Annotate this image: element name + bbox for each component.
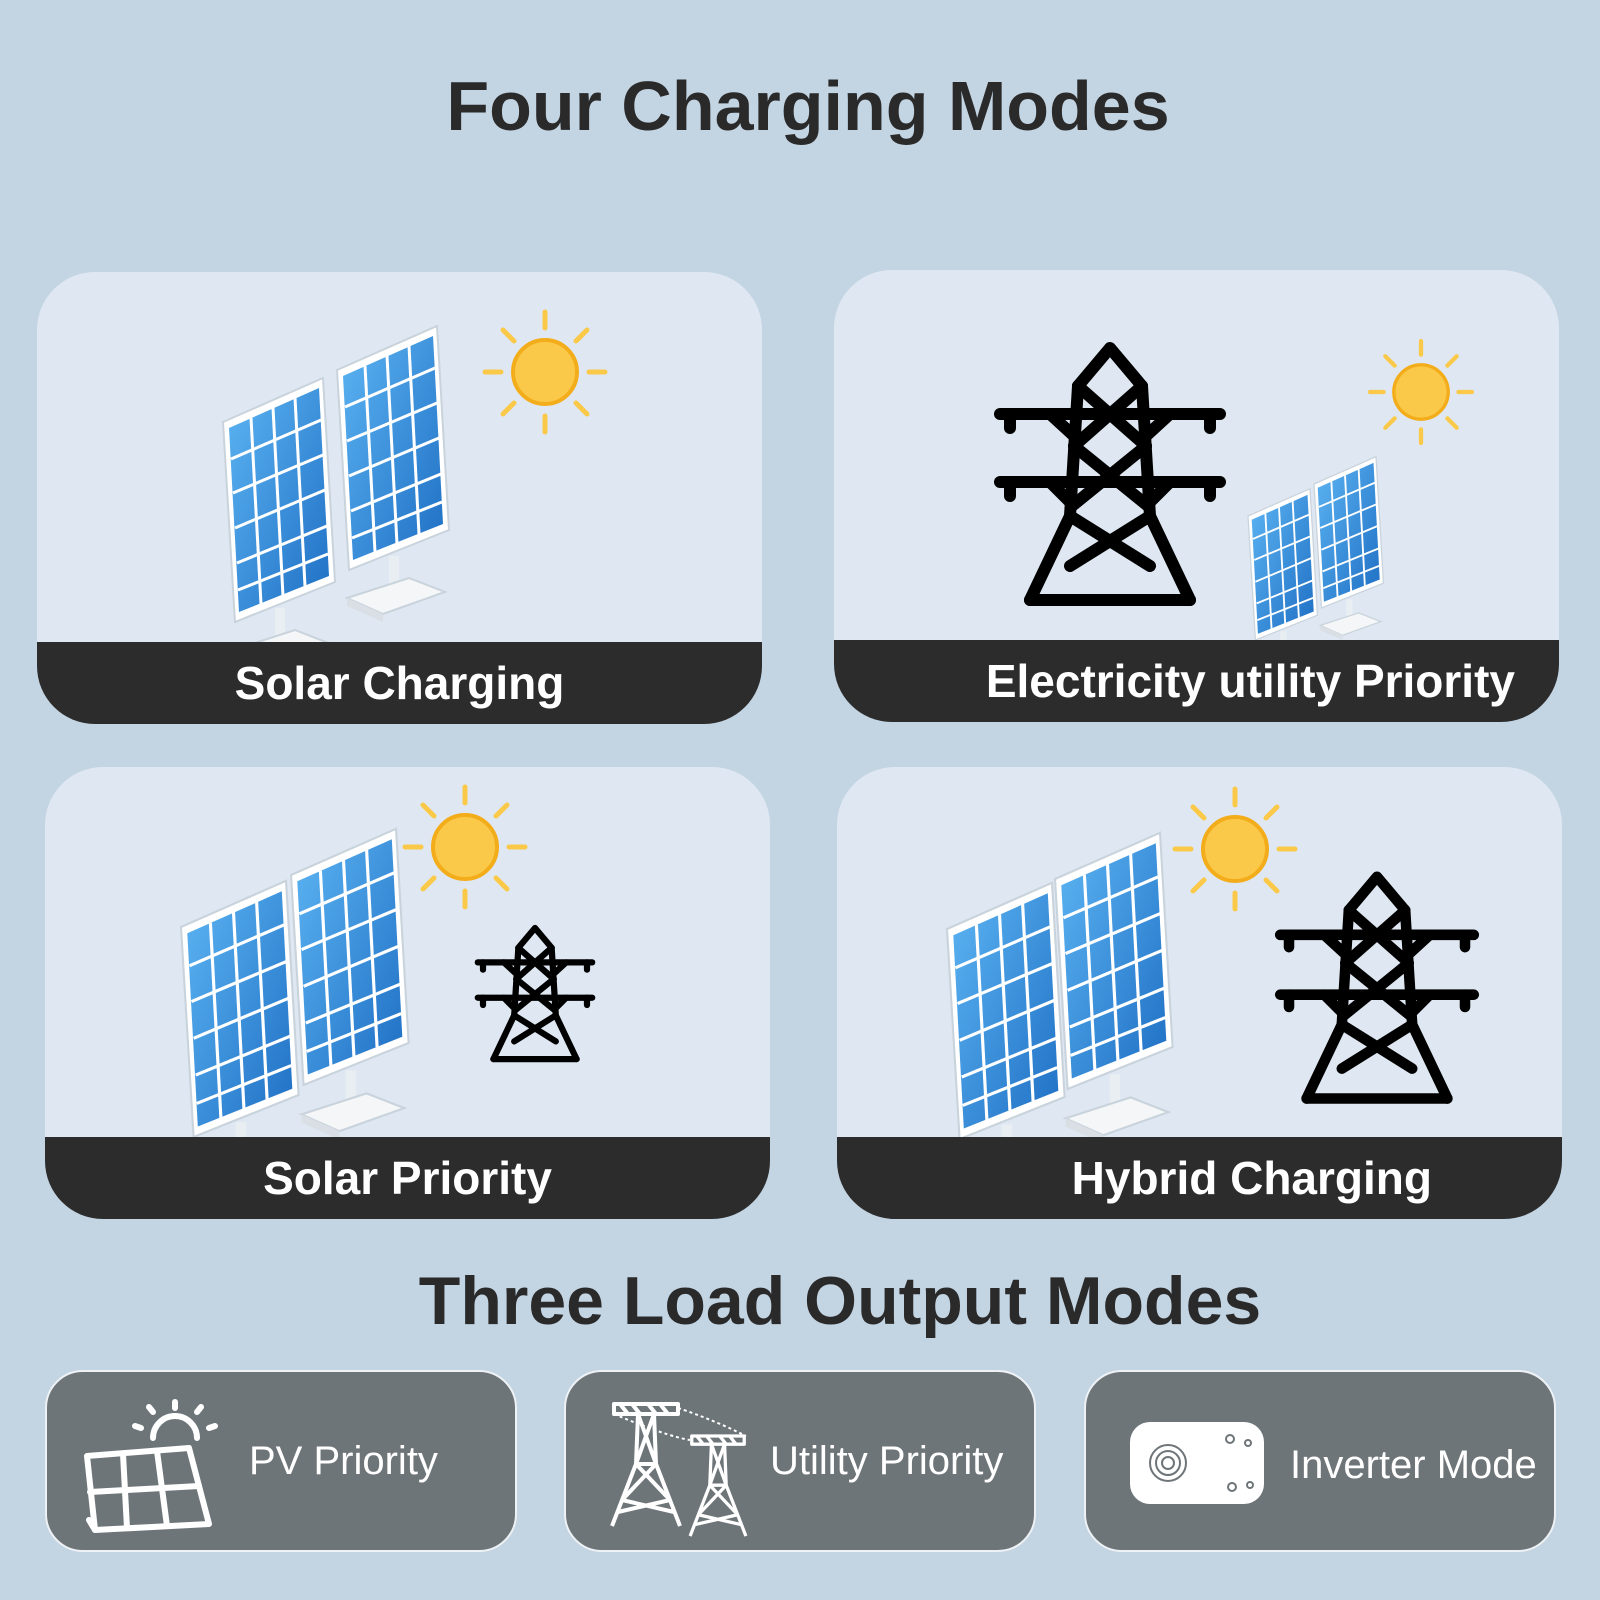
power-tower-icon [478,928,592,1059]
mode-card-solar-priority: Solar Priority [45,767,770,1219]
mode-label: Electricity utility Priority [834,640,1559,722]
mode-card-utility-priority: Electricity utility Priority [834,270,1559,722]
sun-icon [1175,789,1295,909]
power-tower-icon [834,270,1559,640]
sun-icon [485,312,605,432]
solar-panel-icon [179,879,301,1137]
inverter-device-icon [1130,1422,1264,1504]
load-mode-utility-priority: Utility Priority [564,1370,1036,1552]
transmission-towers-icon [610,1402,748,1538]
solar-panel-icon [945,881,1067,1137]
solar-panel-icon [1053,831,1175,1137]
section-title: Three Load Output Modes [418,1263,1262,1339]
mode-label: Solar Charging [37,642,762,724]
mode-card-solar-charging: Solar Charging [37,272,762,724]
load-mode-label: Inverter Mode [1290,1442,1537,1487]
page-title: Four Charging Modes [446,67,1170,145]
sun-icon [1370,341,1472,443]
mode-card-hybrid-charging: Hybrid Charging [837,767,1562,1219]
mode-label: Solar Priority [45,1137,770,1219]
power-tower-icon [1000,348,1220,600]
load-mode-pv-priority: PV Priority [45,1370,517,1552]
load-mode-label: Utility Priority [770,1438,1004,1483]
solar-panel-icon [1247,487,1319,640]
sun-icon [405,787,525,907]
load-mode-label: PV Priority [249,1438,438,1483]
solar-panel-sun-icon [84,1399,218,1533]
solar-panel-icon [289,827,411,1137]
power-tower-icon [945,767,1562,1137]
power-tower-icon [1280,877,1474,1099]
solar-panel-icon [221,376,337,642]
solar-panel-icon [179,767,770,1137]
solar-panel-icon [335,324,451,624]
solar-panel-icon [221,272,762,642]
solar-panel-icon [1313,455,1385,640]
load-mode-inverter-mode: Inverter Mode [1084,1370,1556,1552]
mode-label: Hybrid Charging [837,1137,1562,1219]
